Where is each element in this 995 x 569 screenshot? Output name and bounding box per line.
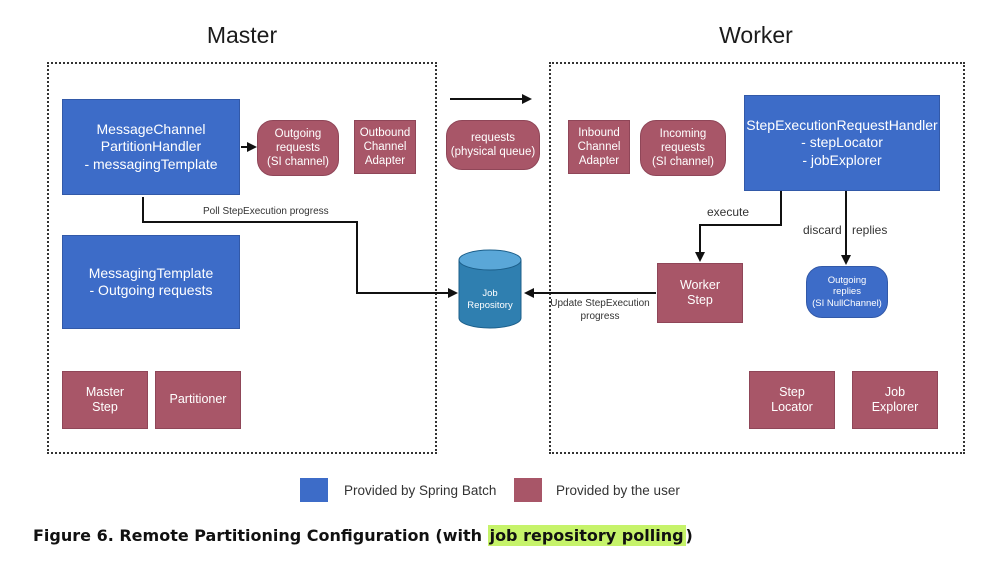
messaging-template: MessagingTemplate - Outgoing requests	[62, 235, 240, 329]
figure-caption: Figure 6. Remote Partitioning Configurat…	[33, 525, 693, 546]
update-progress-label: Update StepExecution progress	[550, 298, 650, 322]
message-channel-partition-handler: MessageChannel PartitionHandler - messag…	[62, 99, 240, 195]
replies-label: replies	[852, 223, 888, 237]
step-execution-request-handler: StepExecutionRequestHandler - stepLocato…	[744, 95, 940, 191]
step-locator: Step Locator	[749, 371, 835, 429]
legend-spring-batch-label: Provided by Spring Batch	[344, 483, 497, 498]
outgoing-replies-channel: Outgoing replies (SI NullChannel)	[806, 266, 888, 318]
legend-spring-batch-swatch	[300, 478, 328, 502]
job-repository: Job Repository	[457, 248, 523, 330]
requests-physical-queue: requests (physical queue)	[446, 120, 540, 170]
execute-label: execute	[707, 205, 750, 219]
job-explorer: Job Explorer	[852, 371, 938, 429]
worker-title: Worker	[719, 22, 793, 48]
caption-highlight: job repository polling	[487, 525, 686, 546]
caption-suffix: )	[685, 526, 693, 545]
poll-progress-label: Poll StepExecution progress	[203, 206, 329, 217]
legend-user-swatch	[514, 478, 542, 502]
worker-step: Worker Step	[657, 263, 743, 323]
legend-user-label: Provided by the user	[556, 483, 680, 498]
outbound-channel-adapter: Outbound Channel Adapter	[354, 120, 416, 174]
inbound-channel-adapter: Inbound Channel Adapter	[568, 120, 630, 174]
master-title: Master	[206, 22, 278, 48]
worker-frame	[549, 62, 965, 454]
partitioner: Partitioner	[155, 371, 241, 429]
outgoing-requests-channel: Outgoing requests (SI channel)	[257, 120, 339, 176]
caption-prefix: Figure 6. Remote Partitioning Configurat…	[33, 526, 488, 545]
incoming-requests-channel: Incoming requests (SI channel)	[640, 120, 726, 176]
master-step: Master Step	[62, 371, 148, 429]
job-repository-label: Job Repository	[467, 288, 513, 311]
database-icon	[458, 249, 522, 329]
discard-label: discard	[803, 223, 842, 237]
